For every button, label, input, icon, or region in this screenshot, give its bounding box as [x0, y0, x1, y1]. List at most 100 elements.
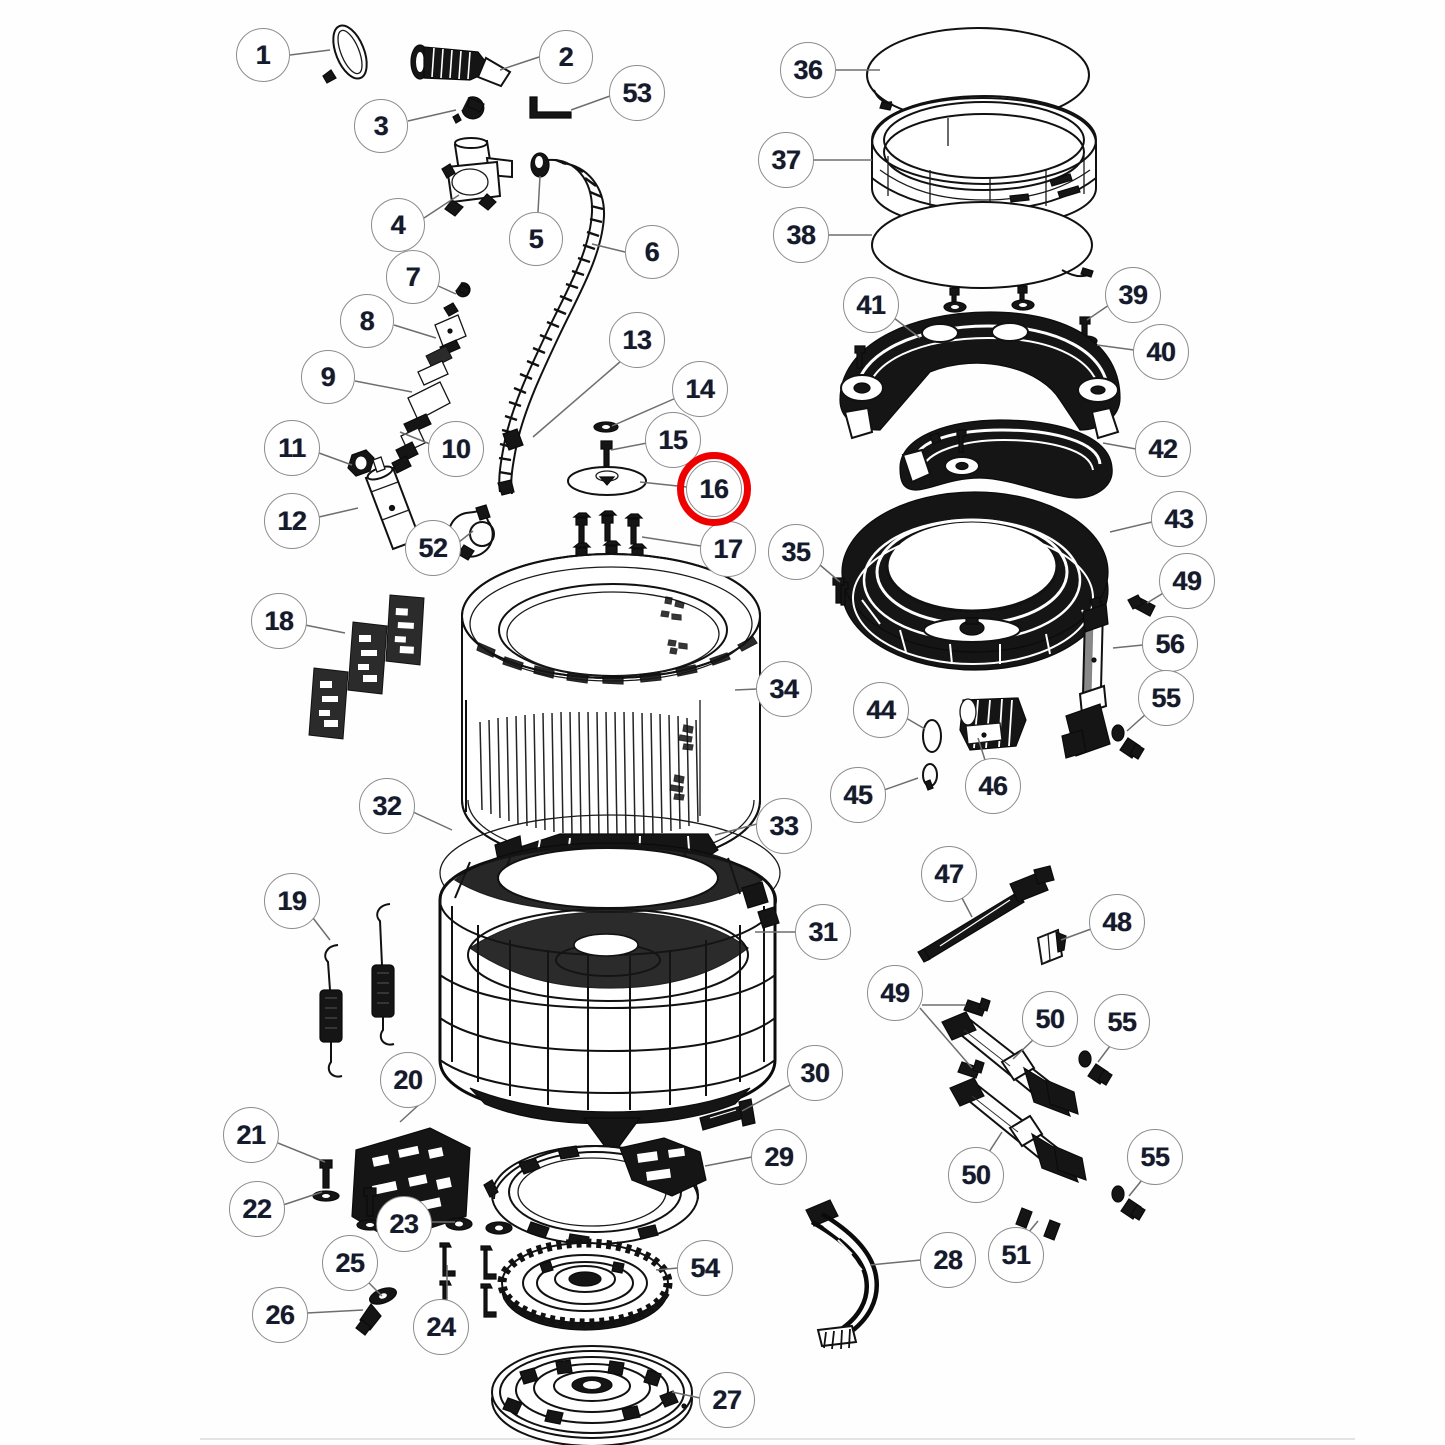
callout-bubble-37[interactable]: 37	[758, 132, 814, 188]
callout-bubble-32[interactable]: 32	[359, 778, 415, 834]
leader-line-1	[289, 49, 331, 56]
part-33-tub-support-bracket	[495, 834, 718, 866]
callout-bubble-13[interactable]: 13	[609, 312, 665, 368]
leader-line-50	[988, 1131, 1003, 1153]
callout-bubble-15[interactable]: 15	[645, 412, 701, 468]
callout-number: 34	[769, 673, 799, 704]
callout-bubble-9[interactable]: 9	[301, 350, 355, 404]
callout-bubble-23[interactable]: 23	[376, 1196, 432, 1252]
callout-bubble-3[interactable]: 3	[354, 99, 408, 153]
callout-bubble-25[interactable]: 25	[322, 1235, 378, 1291]
callout-bubble-4[interactable]: 4	[371, 198, 425, 252]
part-49-pin-lower-a	[964, 998, 990, 1016]
callout-bubble-46[interactable]: 46	[965, 758, 1021, 814]
callout-bubble-55[interactable]: 55	[1138, 670, 1194, 726]
callout-bubble-20[interactable]: 20	[380, 1052, 436, 1108]
callout-number: 49	[880, 977, 910, 1008]
callout-bubble-28[interactable]: 28	[920, 1232, 976, 1288]
part-53-l-bracket	[530, 97, 571, 118]
leader-line-56	[1112, 644, 1144, 649]
callout-bubble-14[interactable]: 14	[672, 361, 728, 417]
leader-line-9	[354, 380, 413, 393]
callout-bubble-8[interactable]: 8	[340, 294, 394, 348]
part-15-bolt	[601, 441, 612, 466]
callout-bubble-49[interactable]: 49	[867, 965, 923, 1021]
callout-bubble-16[interactable]: 16	[686, 461, 742, 517]
callout-bubble-56[interactable]: 56	[1142, 616, 1198, 672]
callout-number: 52	[418, 532, 448, 563]
callout-bubble-27[interactable]: 27	[699, 1372, 755, 1428]
callout-bubble-50[interactable]: 50	[948, 1147, 1004, 1203]
callout-bubble-33[interactable]: 33	[756, 798, 812, 854]
callout-bubble-31[interactable]: 31	[795, 904, 851, 960]
callout-bubble-40[interactable]: 40	[1133, 324, 1189, 380]
callout-bubble-39[interactable]: 39	[1105, 267, 1161, 323]
callout-bubble-18[interactable]: 18	[251, 593, 307, 649]
callout-number: 19	[277, 885, 307, 916]
leader-line-53	[570, 95, 611, 111]
callout-number: 41	[856, 289, 886, 320]
callout-bubble-29[interactable]: 29	[751, 1129, 807, 1185]
callout-bubble-17[interactable]: 17	[700, 521, 756, 577]
callout-number: 53	[622, 77, 652, 108]
callout-number: 20	[393, 1064, 423, 1095]
callout-bubble-55[interactable]: 55	[1127, 1129, 1183, 1185]
callout-bubble-24[interactable]: 24	[413, 1299, 469, 1355]
callout-bubble-55[interactable]: 55	[1094, 994, 1150, 1050]
part-4-drain-valve-housing	[442, 138, 512, 216]
callout-number: 43	[1164, 503, 1194, 534]
callout-number: 45	[843, 779, 873, 810]
callout-bubble-54[interactable]: 54	[677, 1240, 733, 1296]
callout-bubble-53[interactable]: 53	[609, 65, 665, 121]
part-56-strut-rod	[1062, 604, 1110, 758]
callout-bubble-48[interactable]: 48	[1089, 894, 1145, 950]
callout-bubble-22[interactable]: 22	[229, 1181, 285, 1237]
callout-bubble-38[interactable]: 38	[773, 207, 829, 263]
leader-line-2	[499, 56, 540, 71]
callout-bubble-5[interactable]: 5	[509, 212, 563, 266]
callout-bubble-1[interactable]: 1	[236, 28, 290, 82]
callout-bubble-50[interactable]: 50	[1022, 991, 1078, 1047]
callout-bubble-45[interactable]: 45	[830, 767, 886, 823]
callout-number: 7	[405, 261, 421, 292]
callout-bubble-21[interactable]: 21	[223, 1107, 279, 1163]
callout-number: 40	[1146, 336, 1176, 367]
callout-bubble-35[interactable]: 35	[768, 524, 824, 580]
callout-bubble-11[interactable]: 11	[264, 420, 320, 476]
part-38-sealing-ring	[872, 202, 1093, 288]
callout-number: 31	[808, 916, 838, 947]
callout-bubble-19[interactable]: 19	[264, 873, 320, 929]
callout-number: 36	[793, 54, 823, 85]
part-18-drum-baffle-set	[309, 595, 424, 739]
callout-bubble-30[interactable]: 30	[787, 1045, 843, 1101]
callout-bubble-42[interactable]: 42	[1135, 421, 1191, 477]
callout-number: 22	[242, 1193, 272, 1224]
callout-number: 54	[690, 1252, 720, 1283]
callout-bubble-36[interactable]: 36	[780, 42, 836, 98]
callout-bubble-10[interactable]: 10	[428, 421, 484, 477]
leader-line-26	[306, 1309, 364, 1314]
leader-line-3	[407, 109, 457, 122]
callout-number: 50	[1035, 1003, 1065, 1034]
callout-bubble-43[interactable]: 43	[1151, 491, 1207, 547]
callout-bubble-34[interactable]: 34	[756, 661, 812, 717]
callout-number: 2	[558, 41, 574, 72]
callout-number: 33	[769, 810, 799, 841]
callout-bubble-47[interactable]: 47	[921, 846, 977, 902]
callout-bubble-6[interactable]: 6	[625, 225, 679, 279]
callout-bubble-49[interactable]: 49	[1159, 553, 1215, 609]
callout-bubble-2[interactable]: 2	[539, 30, 593, 84]
leader-line-16	[639, 481, 688, 488]
callout-bubble-51[interactable]: 51	[988, 1227, 1044, 1283]
part-48-damper-bushing	[1038, 930, 1066, 964]
callout-bubble-26[interactable]: 26	[252, 1287, 308, 1343]
leader-line-39	[1086, 304, 1110, 321]
callout-bubble-7[interactable]: 7	[386, 250, 440, 304]
callout-number: 23	[389, 1208, 419, 1239]
callout-bubble-52[interactable]: 52	[405, 520, 461, 576]
part-54-rotor-magnet-ring	[502, 1243, 668, 1330]
callout-bubble-44[interactable]: 44	[853, 682, 909, 738]
callout-bubble-41[interactable]: 41	[843, 277, 899, 333]
callout-bubble-12[interactable]: 12	[264, 493, 320, 549]
callout-number: 11	[278, 432, 306, 463]
